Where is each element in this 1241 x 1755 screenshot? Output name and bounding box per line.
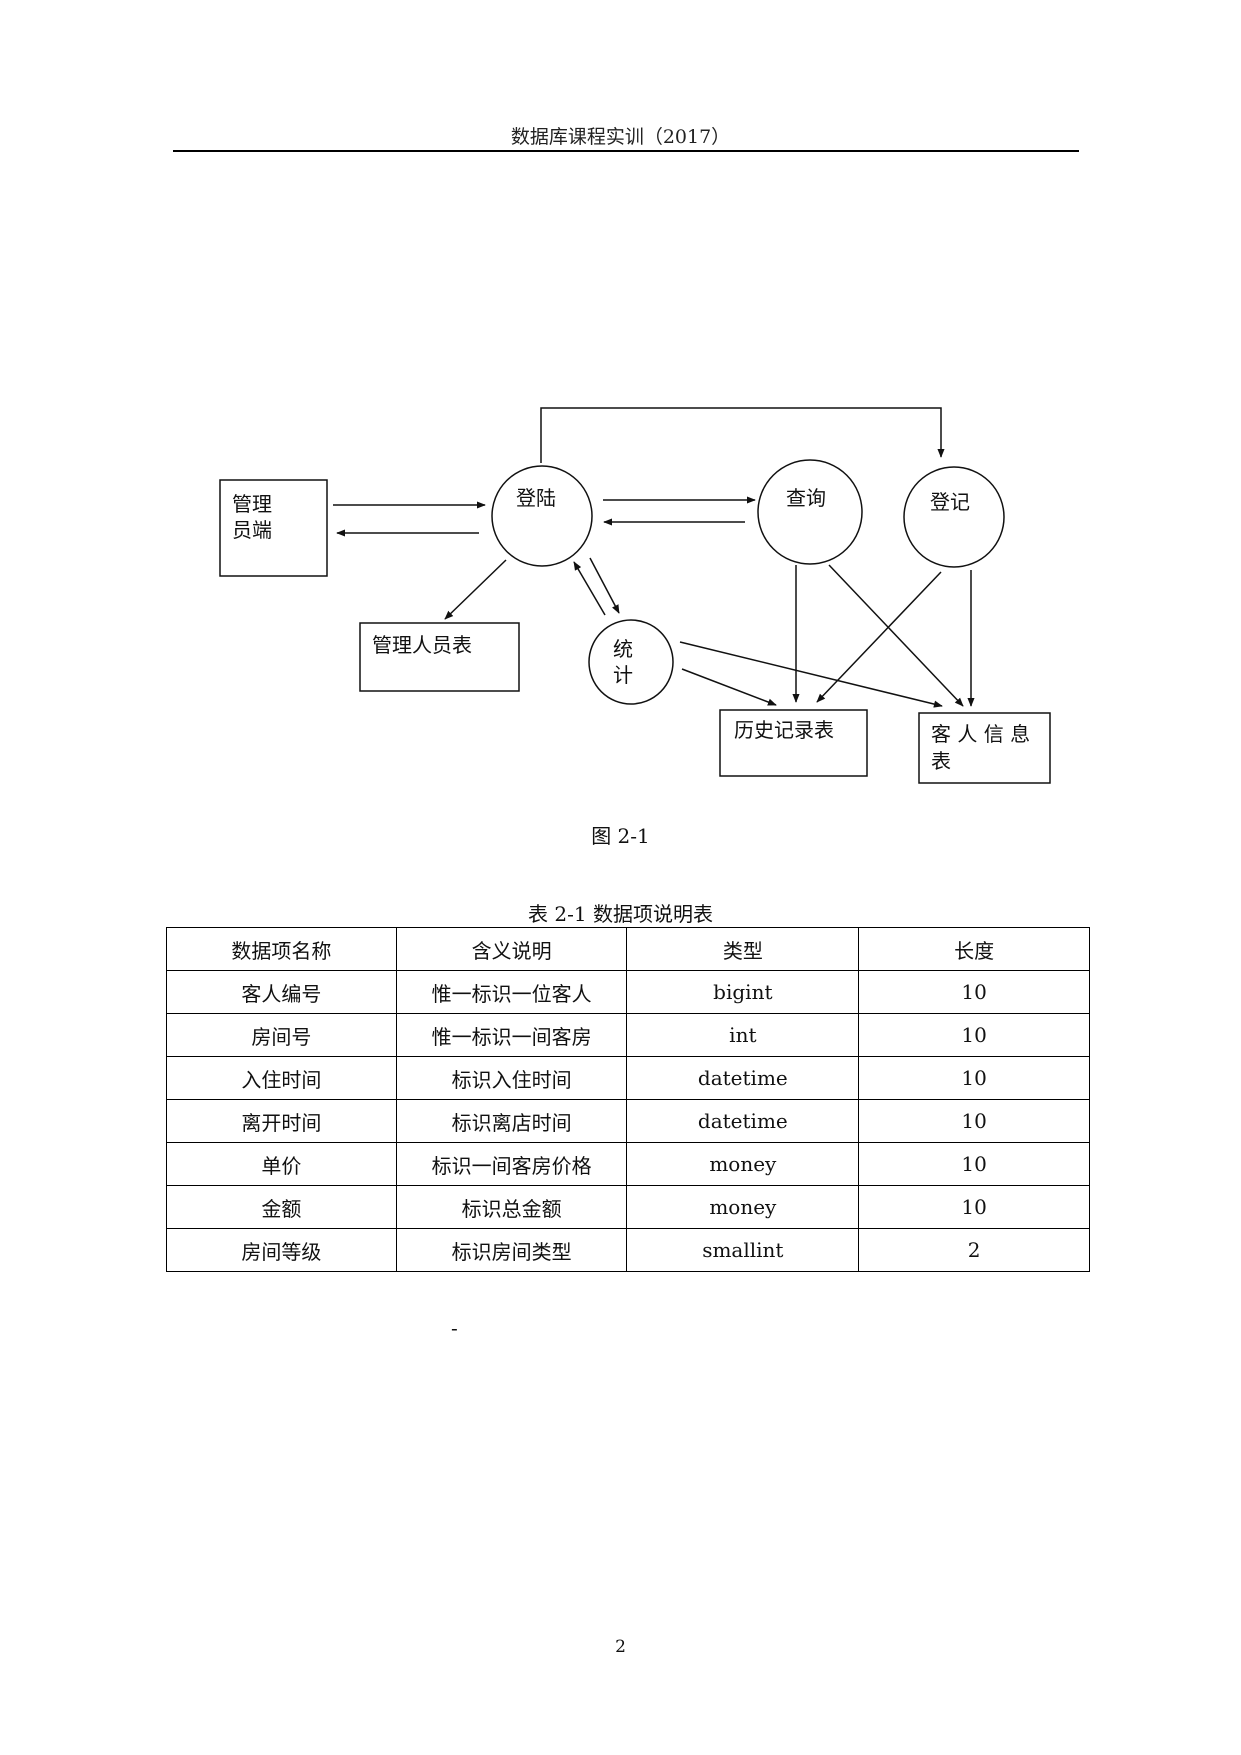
page-number: 2 [615,1637,626,1657]
query-circle [757,459,863,565]
history-table-box [719,709,868,777]
data-item-table: 数据项名称 含义说明 类型 长度 客人编号 惟一标识一位客人 bigint 10… [166,927,1090,1272]
cell-length: 10 [858,1056,1090,1100]
table-row: 单价 标识一间客房价格 money 10 [166,1142,1090,1186]
admin-table-box [359,622,520,692]
stats-label-line2: 计 [613,663,633,687]
cell-type: datetime [626,1056,860,1100]
header-cell-meaning: 含义说明 [395,927,628,971]
page-header-title: 数据库课程实训（2017） [510,126,731,148]
admin-client-box [219,479,328,577]
figure-caption: 图 2-1 [591,824,650,848]
stats-label-line1: 统 [613,637,633,661]
cell-name: 离开时间 [166,1099,397,1143]
table-row: 房间号 惟一标识一间客房 int 10 [166,1013,1090,1057]
guest-info-table-label-line1: 客 人 信 息 [931,722,1030,746]
header-divider [173,150,1079,152]
cell-meaning: 惟一标识一间客房 [395,1013,628,1057]
table-row: 离开时间 标识离店时间 datetime 10 [166,1099,1090,1143]
cell-type: smallint [626,1228,860,1272]
cell-length: 10 [858,1142,1090,1186]
table-row: 入住时间 标识入住时间 datetime 10 [166,1056,1090,1100]
cell-type: money [626,1142,860,1186]
cell-type: bigint [626,970,860,1014]
register-label: 登记 [930,490,970,514]
table-row: 金额 标识总金额 money 10 [166,1185,1090,1229]
table-header-row: 数据项名称 含义说明 类型 长度 [166,927,1090,971]
cell-meaning: 标识入住时间 [395,1056,628,1100]
register-circle [903,466,1005,568]
cell-meaning: 惟一标识一位客人 [395,970,628,1014]
stats-circle [588,619,674,705]
login-label: 登陆 [516,486,556,510]
history-table-label: 历史记录表 [734,718,834,742]
cell-meaning: 标识总金额 [395,1185,628,1229]
login-circle [491,465,593,567]
cell-type: datetime [626,1099,860,1143]
data-flow-diagram: 管理 员端 登陆 查询 登记 管理人员表 统 计 历史记录表 客 人 信 息 表 [219,407,1051,784]
cell-length: 10 [858,1099,1090,1143]
cell-meaning: 标识离店时间 [395,1099,628,1143]
arrow-stats-to-login [573,561,606,616]
table-row: 客人编号 惟一标识一位客人 bigint 10 [166,970,1090,1014]
admin-table-label: 管理人员表 [372,633,472,657]
arrow-login-to-admin-table [444,559,507,620]
table-row: 房间等级 标识房间类型 smallint 2 [166,1228,1090,1272]
arrow-query-to-guest-info [828,564,964,707]
cell-name: 入住时间 [166,1056,397,1100]
arrow-login-to-register [540,407,945,463]
arrow-stats-to-guest-info [679,641,943,708]
admin-client-label-line1: 管理 [232,492,272,516]
cell-name: 金额 [166,1185,397,1229]
cell-type: int [626,1013,860,1057]
cell-name: 单价 [166,1142,397,1186]
admin-client-label-line2: 员端 [232,518,272,542]
arrow-register-to-history [816,571,942,703]
cell-type: money [626,1185,860,1229]
header-cell-name: 数据项名称 [166,927,397,971]
cell-meaning: 标识房间类型 [395,1228,628,1272]
header-cell-type: 类型 [626,927,860,971]
guest-info-table-label-line2: 表 [931,749,951,773]
guest-info-table-box [918,712,1051,784]
query-label: 查询 [786,486,826,510]
cell-name: 客人编号 [166,970,397,1014]
cell-name: 房间等级 [166,1228,397,1272]
arrow-stats-to-history [681,668,777,706]
header-cell-length: 长度 [858,927,1090,971]
cell-meaning: 标识一间客房价格 [395,1142,628,1186]
table-caption: 表 2-1 数据项说明表 [528,902,713,926]
cell-length: 10 [858,1013,1090,1057]
cell-length: 2 [858,1228,1090,1272]
stray-dash-mark: - [451,1316,458,1340]
cell-length: 10 [858,1185,1090,1229]
cell-name: 房间号 [166,1013,397,1057]
cell-length: 10 [858,970,1090,1014]
arrow-login-to-stats [589,557,620,614]
